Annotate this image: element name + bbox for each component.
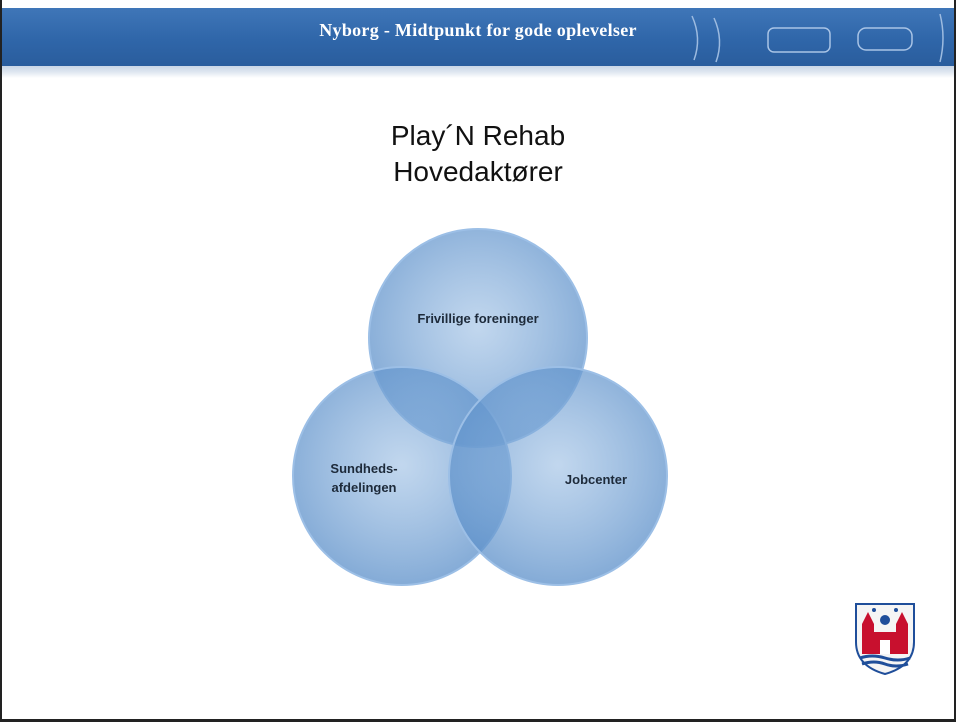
venn-label-sundheds-line-2: afdelingen	[331, 480, 396, 495]
venn-label-frivillige-foreninger: Frivillige foreninger	[417, 311, 538, 326]
venn-label-jobcenter: Jobcenter	[565, 472, 627, 487]
header-bar: Nyborg - Midtpunkt for gode oplevelser	[2, 8, 954, 66]
header-title: Nyborg - Midtpunkt for gode oplevelser	[319, 20, 637, 40]
slide-title-line-1: Play´N Rehab	[390, 120, 566, 151]
venn-label-sundheds-line-1: Sundheds-	[330, 461, 397, 476]
slide-title-line-2: Hovedaktører	[393, 156, 563, 187]
nyborg-coat-of-arms-icon	[855, 603, 915, 676]
header-divider	[2, 66, 954, 78]
slide-title: Play´N Rehab Hovedaktører	[0, 118, 956, 190]
venn-circle-jobcenter	[448, 366, 668, 586]
header-decoration	[691, 13, 944, 63]
